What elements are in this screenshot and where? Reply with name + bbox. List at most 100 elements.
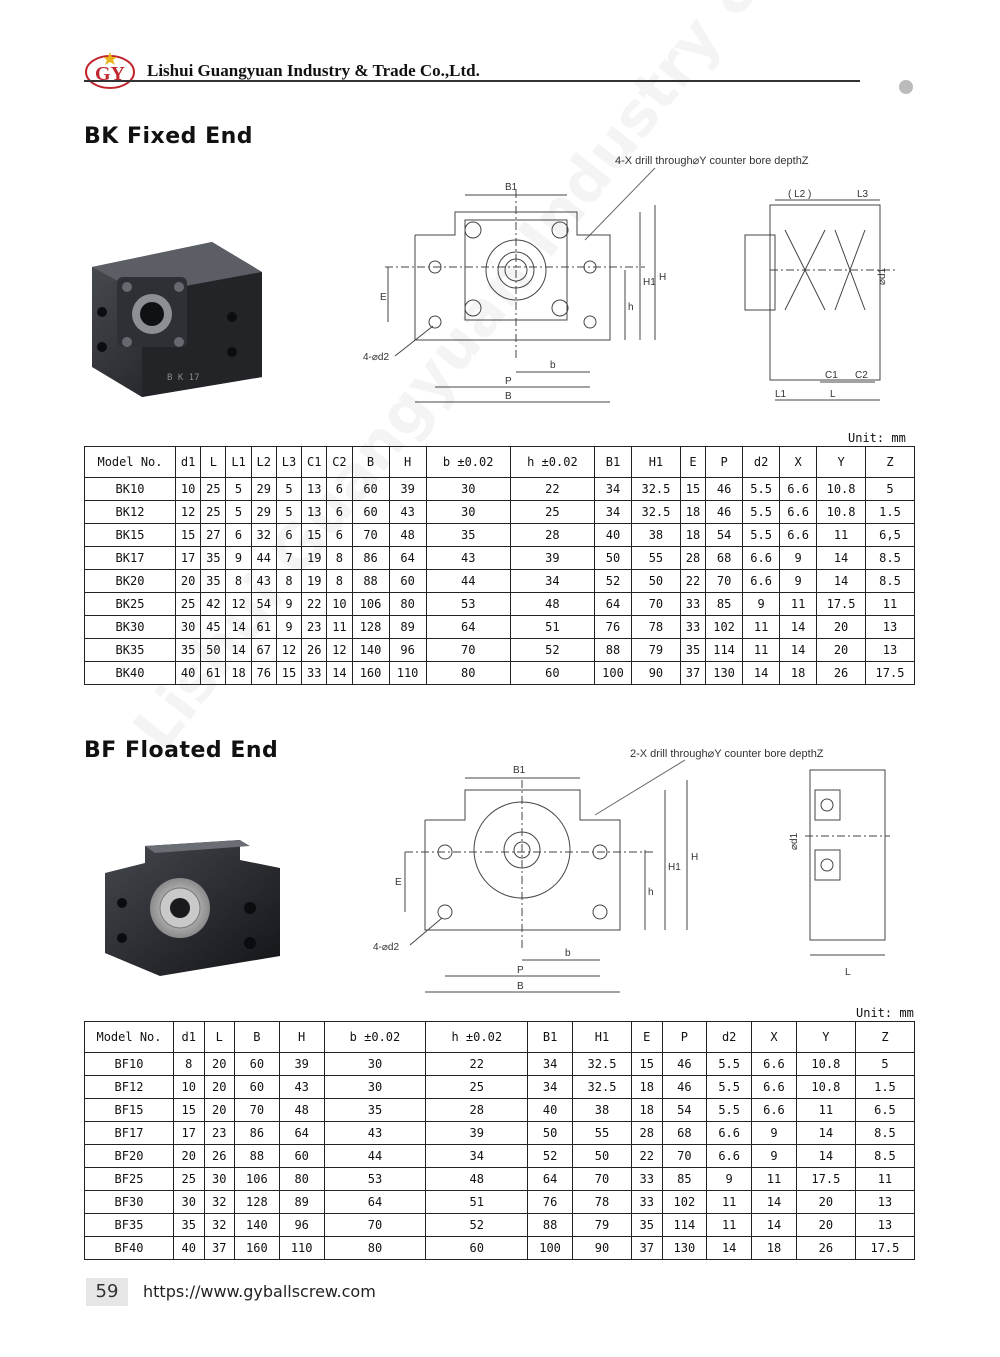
model-cell: BK20 [84,569,176,593]
value-cell: 46 [705,477,744,501]
value-cell: 11 [864,592,916,616]
value-cell: 50 [571,1144,633,1168]
col-header: H [278,1021,325,1053]
value-cell: 85 [661,1167,708,1191]
value-cell: 9 [751,1144,797,1168]
value-cell: 20 [795,1190,856,1214]
value-cell: 6 [326,523,353,547]
bk-drawing-note: 4-X drill through⌀Y counter bore depthZ [615,155,809,167]
value-cell: 33 [679,615,707,639]
value-cell: 25 [200,477,227,501]
value-cell: 110 [278,1236,325,1260]
value-cell: 9 [742,592,781,616]
value-cell: 34 [593,500,633,524]
value-cell: 44 [425,569,511,593]
value-cell: 43 [425,546,511,570]
value-cell: 23 [301,615,328,639]
value-cell: 80 [323,1236,427,1260]
col-header: E [679,446,707,478]
value-cell: 64 [527,1167,573,1191]
value-cell: 60 [388,569,427,593]
bf-dim-P: P [517,965,524,976]
col-header: d2 [706,1021,753,1053]
value-cell: 7 [275,546,303,570]
value-cell: 33 [631,1190,663,1214]
value-cell: 25 [425,1075,529,1099]
value-cell: 17.5 [854,1236,916,1260]
value-cell: 32.5 [631,500,681,524]
value-cell: 50 [631,569,681,593]
value-cell: 32.5 [631,477,681,501]
website-link[interactable]: https://www.gyballscrew.com [143,1282,376,1301]
value-cell: 106 [351,592,390,616]
bf-drawing-note: 2-X drill through⌀Y counter bore depthZ [630,748,824,760]
value-cell: 5 [275,477,303,501]
bk-spec-table: Model No. d1 L L1 L2 L3 C1 C2 B H b ±0.0… [84,446,916,685]
value-cell: 10.8 [795,1075,856,1099]
value-cell: 80 [278,1167,325,1191]
value-cell: 60 [351,500,390,524]
value-cell: 60 [351,477,390,501]
value-cell: 14 [816,546,866,570]
value-cell: 6.6 [742,569,781,593]
value-cell: 35 [425,523,511,547]
value-cell: 33 [679,592,707,616]
value-cell: 9 [225,546,252,570]
value-cell: 11 [751,1167,797,1191]
col-header: E [631,1021,663,1053]
value-cell: 19 [301,546,328,570]
value-cell: 88 [234,1144,280,1168]
value-cell: 5 [864,477,916,501]
value-cell: 32 [203,1213,235,1237]
value-cell: 8 [326,569,353,593]
value-cell: 28 [509,523,596,547]
value-cell: 35 [200,546,227,570]
value-cell: 54 [661,1098,708,1122]
model-cell: BF17 [84,1121,174,1145]
value-cell: 25 [173,1167,205,1191]
value-cell: 110 [388,661,427,685]
value-cell: 86 [234,1121,280,1145]
value-cell: 14 [751,1213,797,1237]
page-number: 59 [86,1278,128,1306]
value-cell: 46 [661,1052,708,1076]
value-cell: 70 [705,569,744,593]
value-cell: 8 [275,569,303,593]
value-cell: 8 [173,1052,205,1076]
model-cell: BK40 [84,661,176,685]
value-cell: 60 [509,661,596,685]
value-cell: 128 [351,615,390,639]
value-cell: 6.6 [779,523,818,547]
value-cell: 10.8 [816,477,866,501]
value-cell: 14 [795,1144,856,1168]
value-cell: 76 [527,1190,573,1214]
value-cell: 17.5 [864,661,916,685]
value-cell: 6.6 [742,546,781,570]
value-cell: 50 [527,1121,573,1145]
dim-E: E [380,292,387,303]
company-name: Lishui Guangyuan Industry & Trade Co.,Lt… [147,61,480,80]
value-cell: 5 [225,477,252,501]
value-cell: 8.5 [864,546,916,570]
model-cell: BF20 [84,1144,174,1168]
bf-dim-B: B [517,981,524,992]
value-cell: 60 [278,1144,325,1168]
value-cell: 6.6 [779,477,818,501]
value-cell: 34 [509,569,596,593]
value-cell: 39 [278,1052,325,1076]
value-cell: 20 [816,615,866,639]
col-header: Z [854,1021,916,1053]
value-cell: 14 [742,661,781,685]
value-cell: 17 [173,1121,205,1145]
value-cell: 61 [200,661,227,685]
value-cell: 5.5 [742,523,781,547]
dim-H1: H1 [643,277,656,288]
value-cell: 9 [751,1121,797,1145]
